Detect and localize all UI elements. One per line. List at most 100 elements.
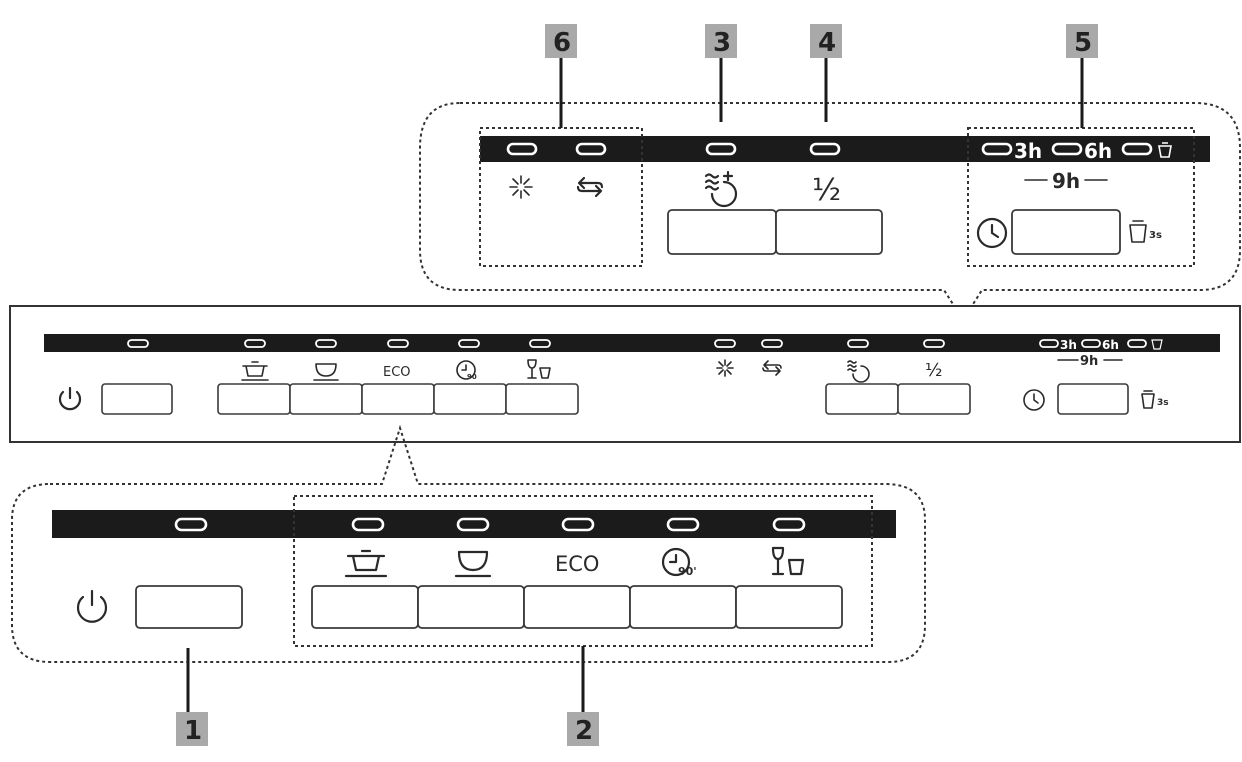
callout-1: 1: [176, 648, 208, 746]
main-dish-3s-icon: 3s: [1141, 390, 1169, 409]
main-led-rinse: [714, 339, 736, 348]
main-dish-led-icon: [1151, 339, 1163, 350]
main-6h-label: 6h: [1102, 338, 1119, 352]
svg-text:3s: 3s: [1157, 398, 1169, 408]
main-led-power: [127, 339, 149, 348]
main-led-3h: [1039, 339, 1059, 348]
main-glass-button[interactable]: [505, 383, 579, 415]
svg-text:90: 90: [467, 373, 477, 381]
delay-start-button[interactable]: [1011, 209, 1121, 255]
eco-button[interactable]: [523, 585, 631, 629]
callout-6: 6: [545, 24, 577, 128]
main-panel-frame: [9, 305, 1241, 443]
callout-4: 4: [810, 24, 842, 122]
main-led-salt: [761, 339, 783, 348]
callout-2-label: 2: [575, 716, 593, 746]
main-power-button[interactable]: [101, 383, 173, 415]
quick-90-clock-icon: 90': [661, 547, 697, 578]
main-led-quick: [458, 339, 480, 348]
main-led-dish: [1127, 339, 1147, 348]
main-half-label: ½: [925, 360, 942, 381]
main-extra-dry-icon: [847, 360, 870, 383]
main-led-intensive: [244, 339, 266, 348]
main-led-half: [923, 339, 945, 348]
delay-9h-label: 9h: [1052, 169, 1080, 193]
main-normal-bowl-icon: [313, 363, 339, 381]
main-quick-button[interactable]: [433, 383, 507, 415]
led-salt: [575, 142, 607, 156]
led-rinse-aid: [506, 142, 538, 156]
normal-bowl-icon: [454, 550, 492, 578]
callout-4-label: 4: [818, 28, 836, 58]
main-led-eco: [387, 339, 409, 348]
delay-clock-icon: [976, 217, 1008, 249]
main-led-6h: [1081, 339, 1101, 348]
main-intensive-button[interactable]: [217, 383, 291, 415]
top-zoom-box: 3h 6h 9h ½: [419, 102, 1241, 322]
main-rinse-icon: [716, 359, 734, 377]
dish-led-icon: [1158, 142, 1172, 158]
main-delay-button[interactable]: [1057, 383, 1129, 415]
callout-1-label: 1: [184, 716, 202, 746]
glass-button[interactable]: [735, 585, 843, 629]
main-led-extra-dry: [847, 339, 869, 348]
led-intensive: [351, 517, 385, 532]
group-5-box: [967, 127, 1195, 267]
intensive-pot-icon: [344, 549, 388, 578]
main-eco-label: ECO: [383, 365, 411, 380]
main-eco-button[interactable]: [361, 383, 435, 415]
extra-dry-icon: [704, 170, 738, 208]
led-dish: [1121, 142, 1153, 156]
led-normal: [456, 517, 490, 532]
main-indicator-bar: [44, 334, 1220, 352]
intensive-button[interactable]: [311, 585, 419, 629]
callout-3-label: 3: [713, 28, 731, 58]
rinse-aid-sun-icon: [509, 175, 533, 199]
quick-90-label: 90': [678, 565, 697, 578]
quick-button[interactable]: [629, 585, 737, 629]
glass-cup-icon: [771, 546, 805, 576]
led-delay-3h: [981, 142, 1013, 156]
callout-3: 3: [705, 24, 737, 122]
delay-3h-label: 3h: [1014, 139, 1042, 163]
led-quick: [666, 517, 700, 532]
led-power: [174, 517, 208, 532]
bottom-indicator-bar: [52, 510, 896, 538]
main-intensive-pot-icon: [241, 361, 269, 381]
callout-2: 2: [567, 646, 599, 746]
power-button[interactable]: [135, 585, 243, 629]
main-salt-icon: [762, 360, 782, 376]
main-power-icon: [58, 386, 82, 411]
led-half-load: [809, 142, 841, 156]
led-eco: [561, 517, 595, 532]
eco-label: ECO: [555, 552, 599, 576]
power-icon: [76, 589, 108, 623]
callout-6-label: 6: [553, 28, 571, 58]
half-load-button[interactable]: [775, 209, 883, 255]
main-quick-clock-icon: 90: [456, 360, 477, 381]
led-extra-dry: [705, 142, 737, 156]
callout-5: 5: [1066, 24, 1098, 128]
delay-6h-label: 6h: [1084, 139, 1112, 163]
dish-3s-icon: 3s: [1129, 220, 1162, 243]
led-delay-6h: [1051, 142, 1083, 156]
main-half-load-button[interactable]: [897, 383, 971, 415]
main-extra-dry-button[interactable]: [825, 383, 899, 415]
main-panel: 3h 6h 9h ECO 90: [9, 305, 1241, 443]
extra-dry-button[interactable]: [667, 209, 777, 255]
half-load-label: ½: [812, 173, 841, 208]
hold-3s-label: 3s: [1149, 230, 1162, 241]
main-led-glass: [529, 339, 551, 348]
main-led-normal: [315, 339, 337, 348]
top-indicator-bar: [480, 136, 1210, 162]
main-3h-label: 3h: [1060, 338, 1077, 352]
led-glass: [772, 517, 806, 532]
salt-arrows-icon: [576, 176, 604, 198]
main-9h-label: 9h: [1080, 354, 1098, 369]
main-delay-clock-icon: [1023, 389, 1045, 411]
callout-5-label: 5: [1074, 28, 1092, 58]
normal-button[interactable]: [417, 585, 525, 629]
bottom-zoom-box: ECO 90': [11, 424, 926, 663]
main-normal-button[interactable]: [289, 383, 363, 415]
